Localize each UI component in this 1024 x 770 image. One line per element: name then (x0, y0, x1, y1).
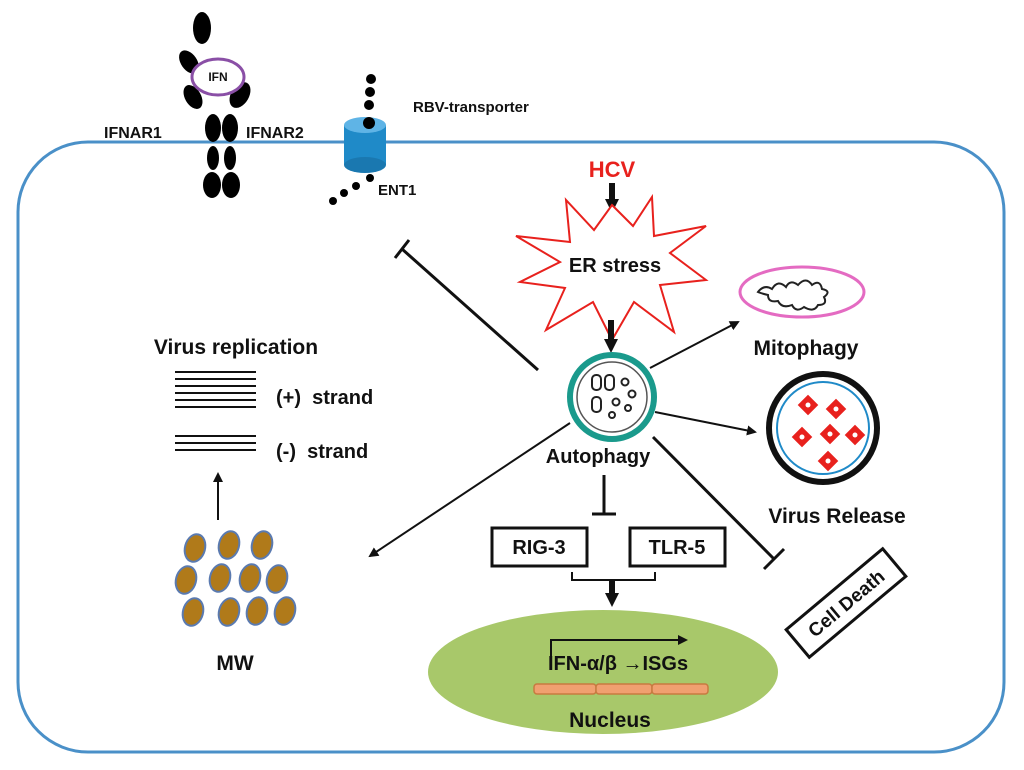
autophagosome (567, 352, 657, 442)
rbv-transporter-label: RBV-transporter (413, 99, 529, 116)
tlr5-box (628, 526, 727, 568)
autophagy-to-virus-release-arrow (654, 411, 757, 436)
virus-replication-label: Virus replication (154, 336, 318, 359)
cell-death-box: Cell Death (784, 546, 908, 660)
autophagy-inhibits-cell-death (651, 435, 776, 561)
ent1-label: ENT1 (378, 182, 416, 199)
dna-strand (533, 683, 709, 695)
prr-bracket (571, 572, 656, 581)
autophagy-inhibits-transporter (401, 247, 539, 372)
virus-release-label: Virus Release (768, 505, 905, 528)
cell-membrane (16, 140, 1006, 754)
ent1-transporter (329, 74, 386, 205)
hcv-label: HCV (589, 157, 636, 182)
ifn-ligand (190, 57, 246, 97)
nucleus-label: Nucleus (569, 709, 651, 732)
ifn-receptor-complex: IFN (179, 12, 251, 198)
plus-strand-label: (+) strand (276, 387, 373, 409)
transcription-arrow (550, 635, 688, 665)
ifn-label: IFN (208, 70, 227, 84)
ifnar2-label: IFNAR2 (246, 125, 304, 142)
mitochondrion (738, 265, 866, 319)
ifn-isgs-label: IFN-α/β →ISGs (548, 653, 688, 675)
er-stress-label: ER stress (569, 255, 661, 277)
autophagy-label: Autophagy (546, 446, 651, 468)
autophagy-to-mitophagy-arrow (649, 321, 740, 369)
tlr5-label: TLR-5 (649, 537, 706, 559)
plus-strand-lines (175, 371, 256, 408)
minus-strand-label: (-) strand (276, 441, 368, 463)
autophagy-to-mw-arrow (368, 422, 571, 558)
ifnar1-label: IFNAR1 (104, 125, 162, 142)
minus-strand-lines (175, 435, 256, 451)
membranous-web (174, 530, 297, 627)
rig3-label: RIG-3 (512, 537, 565, 559)
virus-release-vesicle (766, 371, 880, 485)
mw-label: MW (216, 652, 253, 675)
mitophagy-label: Mitophagy (754, 337, 859, 360)
rig3-box (490, 526, 589, 568)
nucleus (428, 610, 778, 734)
